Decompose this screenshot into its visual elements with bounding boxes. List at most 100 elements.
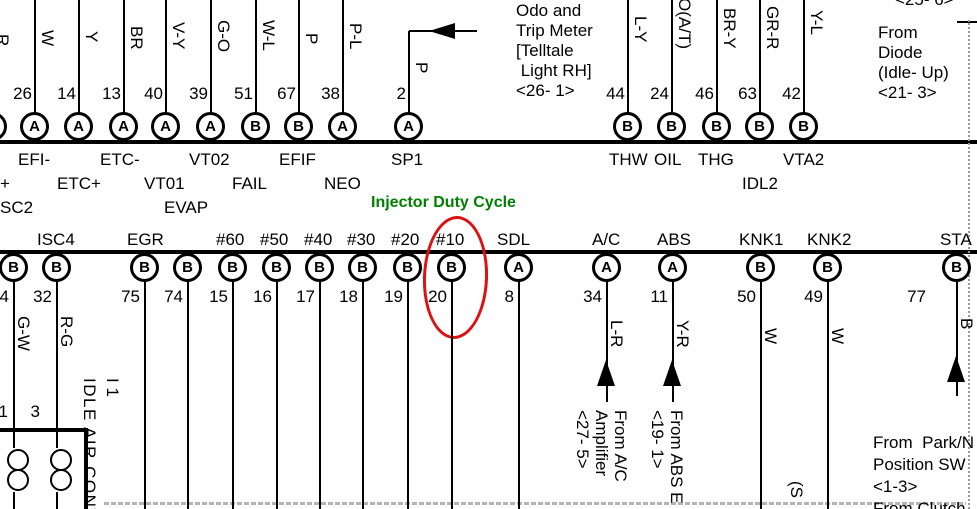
- connector-pin-circle: B: [942, 253, 971, 282]
- connector-label: #50: [260, 230, 289, 249]
- wire-line: [627, 0, 629, 114]
- connector-label: #20: [391, 230, 420, 249]
- wire-color-label: L-Y: [631, 16, 650, 43]
- connector-label: ETC+: [57, 174, 101, 193]
- connector-pin-circle: A: [196, 112, 225, 141]
- pin-number: 46: [695, 84, 714, 103]
- pin-number: 16: [253, 287, 272, 306]
- wire-color-label: Y-L: [807, 10, 826, 35]
- connector-pin-circle: B: [130, 253, 159, 282]
- wire-color-label: R: [0, 34, 12, 46]
- wire-line: [232, 281, 234, 509]
- connector-pin-circle: B: [284, 112, 313, 141]
- wire-line: [34, 0, 36, 114]
- connector-pin-circle: B: [745, 112, 774, 141]
- connector-label: SDL: [497, 230, 531, 249]
- wire-color-label: GR-R: [763, 6, 782, 50]
- wire-color-label: BR: [127, 26, 146, 50]
- pin-number: 2: [396, 84, 406, 103]
- pin-number: 50: [737, 287, 756, 306]
- wire-color-label: BR-Y: [720, 8, 739, 49]
- wire-line: [56, 281, 58, 448]
- injector-duty-cycle-annotation: Injector Duty Cycle: [371, 194, 516, 211]
- iac-component-name: IDLE AIR CONT: [80, 378, 99, 509]
- bottom-dotted-edge: [104, 502, 966, 505]
- wire-line: [760, 281, 762, 509]
- connector-pin-circle: B: [746, 253, 775, 282]
- pin-number: 63: [738, 84, 757, 103]
- connector-pin-circle: A: [592, 253, 621, 282]
- pin-number: 67: [277, 84, 296, 103]
- note-ac: From A/C Amplifier <27- 5>: [573, 410, 630, 482]
- note-shield: (S: [787, 481, 806, 498]
- pin-number: 1: [0, 402, 8, 421]
- connector-pin-circle: B: [42, 253, 71, 282]
- pin-number: 40: [144, 84, 163, 103]
- pin-number: 4: [0, 287, 9, 306]
- connector-label: #40: [304, 230, 333, 249]
- wire-color-label: P: [412, 62, 431, 74]
- wire-color-label: P-L: [346, 23, 365, 50]
- wire-line: [342, 0, 344, 114]
- wire-color-label: W-L: [259, 20, 278, 51]
- wire-line: [407, 281, 409, 509]
- wire-color-label: O(A/T): [675, 0, 694, 49]
- connector-pin-circle: B: [437, 253, 466, 282]
- connector-pin-circle: B: [393, 253, 422, 282]
- wire-color-label: P: [302, 33, 321, 45]
- pin-number: 38: [321, 84, 340, 103]
- wire-line: [210, 0, 212, 114]
- pin-number: 74: [164, 287, 183, 306]
- connector-label: VTA2: [783, 150, 825, 169]
- wire-line: [956, 281, 958, 396]
- connector-pin-circle: B: [789, 112, 818, 141]
- connector-pin-circle: A: [109, 112, 138, 141]
- connector-label: EFIF: [279, 150, 316, 169]
- connector-label: EVAP: [164, 198, 209, 217]
- pin-number: 13: [102, 84, 121, 103]
- wire-line: [255, 0, 257, 114]
- wire-color-label: Y-R: [673, 320, 692, 348]
- connector-label: VT01: [144, 174, 185, 193]
- connector-label: EFI-: [18, 150, 51, 169]
- wire-line: [408, 31, 410, 114]
- connector-pin-circle: A: [394, 112, 423, 141]
- connector-label: KNK1: [739, 230, 784, 249]
- connector-label: #30: [347, 230, 376, 249]
- wire-line: [144, 281, 146, 509]
- wire-line: [187, 281, 189, 509]
- wire-line: [518, 281, 520, 509]
- pin-number: 17: [296, 287, 315, 306]
- connector-pin-circle: A: [151, 112, 180, 141]
- pin-number: 77: [907, 287, 926, 306]
- note-diode: From Diode (Idle- Up) <21- 3>: [878, 23, 949, 102]
- arrow-up-icon: [663, 360, 681, 386]
- wire-line: [319, 281, 321, 509]
- pin-number: 14: [57, 84, 76, 103]
- connector-pin-circle: [0, 112, 7, 141]
- wire-color-label: V-Y: [169, 22, 188, 50]
- wire-color-label: G-W: [14, 316, 33, 351]
- wire-line: [671, 0, 673, 114]
- connector-pin-circle: A: [20, 112, 49, 141]
- connector-pin-circle: B: [218, 253, 247, 282]
- wire-color-label: G-O: [214, 20, 233, 53]
- wire-line: [827, 281, 829, 509]
- pin-number: 49: [804, 287, 823, 306]
- sp1-arrow-left-icon: [429, 23, 455, 39]
- wire-color-label: L-R: [607, 320, 626, 348]
- wire-color-label: R-G: [57, 316, 76, 348]
- connector-pin-circle: A: [658, 253, 687, 282]
- pin-number: 44: [606, 84, 625, 103]
- wire-line: [13, 281, 15, 448]
- wire-line: [165, 0, 167, 114]
- bottom-connector-bus-line: [0, 250, 977, 254]
- connector-label: OIL: [654, 150, 682, 169]
- connector-pin-circle: B: [241, 112, 270, 141]
- connector-label: ETC-: [100, 150, 140, 169]
- pin-number: 15: [209, 287, 228, 306]
- connector-pin-circle: B: [173, 253, 202, 282]
- pin-number: 75: [121, 287, 140, 306]
- note-odo: Odo and Trip Meter [Telltale Light RH] <…: [516, 1, 593, 100]
- pin-number: 26: [13, 84, 32, 103]
